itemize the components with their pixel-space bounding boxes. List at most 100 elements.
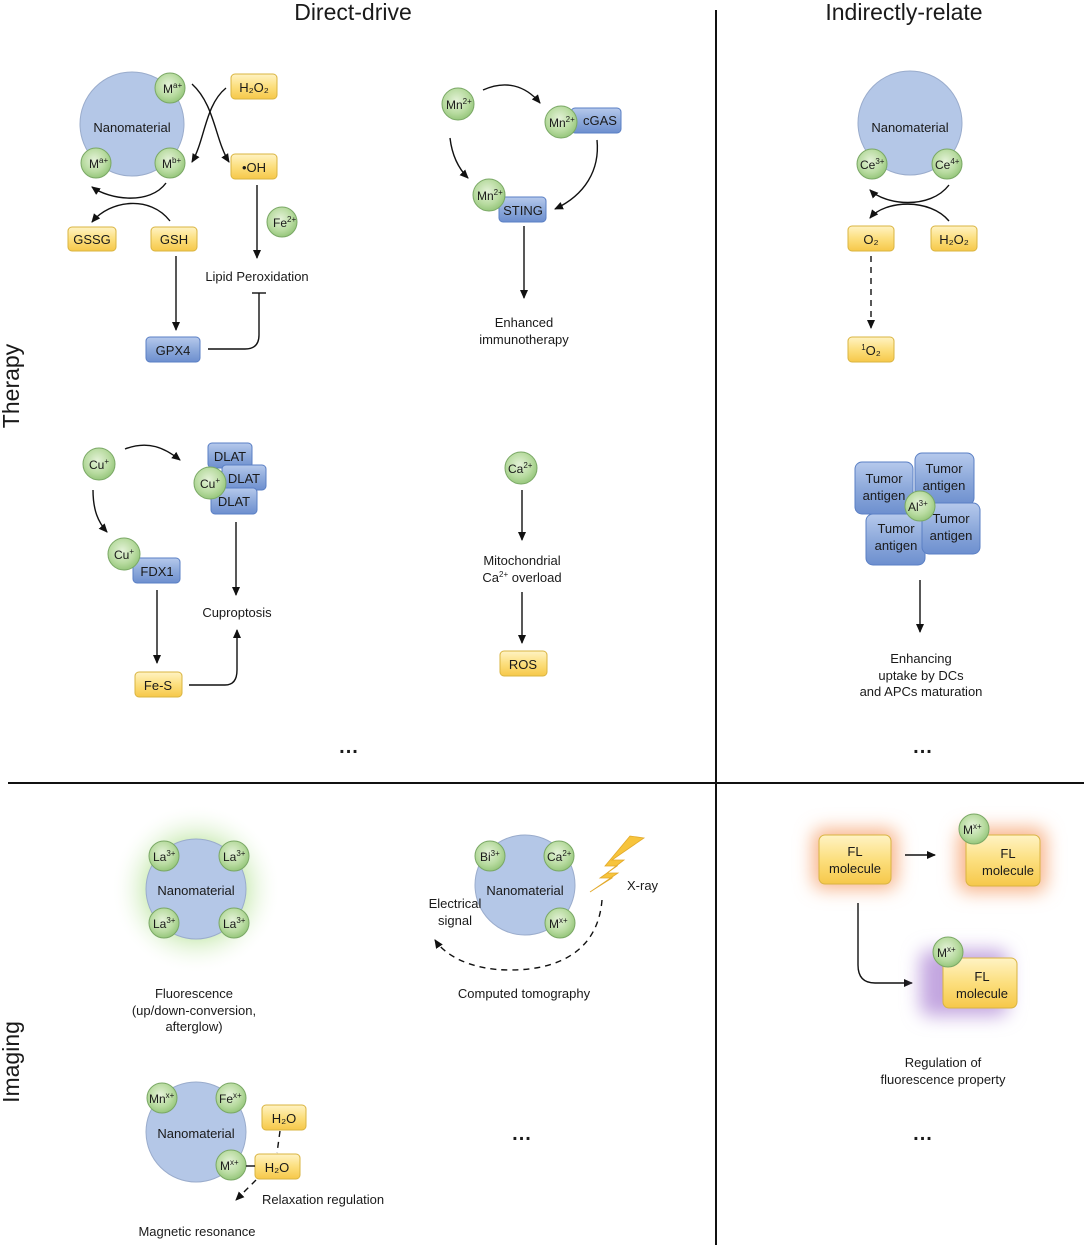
- mito-line2: Ca2+ overload: [482, 570, 561, 585]
- nanomaterial-label: Nanomaterial: [486, 883, 563, 898]
- mx-label: Mx+: [549, 916, 568, 931]
- ce4-ion: [931, 148, 963, 180]
- fdx1-box: [132, 557, 181, 584]
- row-label-imaging: Imaging: [0, 1021, 24, 1103]
- h2o2-label: H₂O₂: [239, 80, 269, 95]
- ellipsis-imaging-direct: ...: [512, 1123, 532, 1145]
- mx-ion: [932, 936, 964, 968]
- la-label: La3+: [223, 916, 246, 931]
- h2o2-label: H₂O₂: [939, 232, 969, 247]
- singlet-oxygen-box: [847, 336, 895, 363]
- mn-label: Mn2+: [477, 188, 503, 203]
- metal-ion-ma-top: [154, 72, 186, 104]
- fdx1-label: FDX1: [140, 564, 173, 579]
- antigen-label: antigen: [863, 488, 906, 503]
- mn-ion-cgas: [544, 105, 578, 139]
- outcome-line1: Enhanced: [495, 315, 554, 330]
- gsh-box: [150, 226, 198, 252]
- relaxation-label: Relaxation regulation: [262, 1192, 384, 1207]
- metal-ion-ma-left: [80, 147, 112, 179]
- sting-box: [498, 196, 547, 223]
- gsh-label: GSH: [160, 232, 188, 247]
- ca-label: Ca2+: [508, 461, 533, 476]
- singlet-oxygen-label: 1O₂: [861, 343, 881, 358]
- outcome-line2: (up/down-conversion,: [132, 1003, 256, 1018]
- cu-label: Cu+: [200, 476, 220, 491]
- antigen-label: Tumor: [865, 471, 903, 486]
- lightning-icon: [589, 835, 646, 893]
- cerium-panel: Nanomaterial Ce3+ Ce4+ O₂ H₂O₂ 1O₂: [847, 70, 978, 363]
- electrical-signal-line2: signal: [438, 913, 472, 928]
- al-ion: [904, 490, 936, 522]
- lipid-peroxidation-label: Lipid Peroxidation: [205, 269, 308, 284]
- ros-box: [499, 650, 548, 677]
- outcome-line3: and APCs maturation: [860, 684, 983, 699]
- row-label-therapy: Therapy: [0, 343, 24, 428]
- gssg-box: [67, 226, 117, 252]
- aluminum-panel: Tumor antigen Tumor antigen Tumor antige…: [854, 452, 983, 699]
- la-label: La3+: [223, 849, 246, 864]
- calcium-panel: Ca2+ Mitochondrial Ca2+ overload ROS: [482, 451, 562, 677]
- ca-ion: [504, 451, 538, 485]
- ellipsis-imaging-indirect: ...: [913, 1123, 933, 1145]
- fl-molecule-box: [942, 957, 1018, 1009]
- ce4-label: Ce4+: [935, 157, 960, 172]
- antigen-label: antigen: [930, 528, 973, 543]
- o2-box: [847, 225, 895, 252]
- outcome-line2: uptake by DCs: [878, 668, 964, 683]
- sting-label: STING: [503, 203, 543, 218]
- cgas-label: cGAS: [583, 113, 617, 128]
- ce3-ion: [856, 148, 888, 180]
- sting-panel: Mn2+ cGAS Mn2+ STING Mn2+ Enhanced immun…: [441, 84, 622, 347]
- mn-label: Mn2+: [446, 97, 472, 112]
- mn-ion-free: [441, 87, 475, 121]
- bi-ion: [474, 840, 506, 872]
- mn-label: Mnx+: [149, 1091, 175, 1106]
- antigen-label: Tumor: [877, 521, 915, 536]
- gpx4-box: [145, 336, 201, 363]
- fl-molecule-box: [965, 834, 1041, 887]
- ferroptosis-panel: Nanomaterial Ma+ Ma+ Mb+ H₂O₂ •OH Fe2+ G…: [67, 71, 309, 363]
- fl-label: FL: [1000, 846, 1015, 861]
- bi-label: Bi3+: [480, 849, 500, 864]
- cuproptosis-label: Cuproptosis: [202, 605, 272, 620]
- metal-ion-label: Ma+: [163, 81, 182, 96]
- h2o-label: H₂O: [265, 1160, 290, 1175]
- ellipsis-therapy-direct: ...: [339, 736, 359, 758]
- la-label: La3+: [153, 916, 176, 931]
- antigen-label: antigen: [875, 538, 918, 553]
- mri-label: Magnetic resonance: [138, 1224, 255, 1239]
- fl-molecule-box: [818, 834, 892, 885]
- ce3-label: Ce3+: [860, 157, 885, 172]
- fe2-label: Fe2+: [273, 215, 296, 230]
- fl-label: molecule: [829, 861, 881, 876]
- ca-label: Ca2+: [547, 849, 572, 864]
- mri-panel: Nanomaterial Mnx+ Fex+ Mx+ H₂O H₂O Relax…: [138, 1081, 384, 1239]
- mx-ion: [544, 907, 576, 939]
- header-indirectly-relate: Indirectly-relate: [825, 0, 982, 25]
- cu-label: Cu+: [114, 547, 134, 562]
- mx-label: Mx+: [963, 822, 982, 837]
- ca-ion: [543, 840, 575, 872]
- mx-ion: [215, 1149, 247, 1181]
- fe2-ion: [266, 206, 298, 238]
- fl-label: molecule: [982, 863, 1034, 878]
- gpx4-label: GPX4: [156, 343, 191, 358]
- mn-label: Mn2+: [549, 115, 575, 130]
- fl-label: FL: [974, 969, 989, 984]
- fes-label: Fe-S: [144, 678, 173, 693]
- outcome-line1: Fluorescence: [155, 986, 233, 1001]
- dlat-label: DLAT: [228, 471, 260, 486]
- nanomaterial-particle: [79, 71, 185, 177]
- nanomaterial-label: Nanomaterial: [157, 883, 234, 898]
- la-label: La3+: [153, 849, 176, 864]
- la-ion: [218, 840, 250, 872]
- cu-ion-free: [82, 447, 116, 481]
- nanomaterial-particle: [857, 70, 963, 176]
- al-label: Al3+: [908, 499, 928, 514]
- cu-ion-dlat: [193, 466, 227, 500]
- mito-line1: Mitochondrial: [483, 553, 560, 568]
- outcome-line1: Enhancing: [890, 651, 951, 666]
- ct-label: Computed tomography: [458, 986, 591, 1001]
- cu-ion-fdx1: [107, 537, 141, 571]
